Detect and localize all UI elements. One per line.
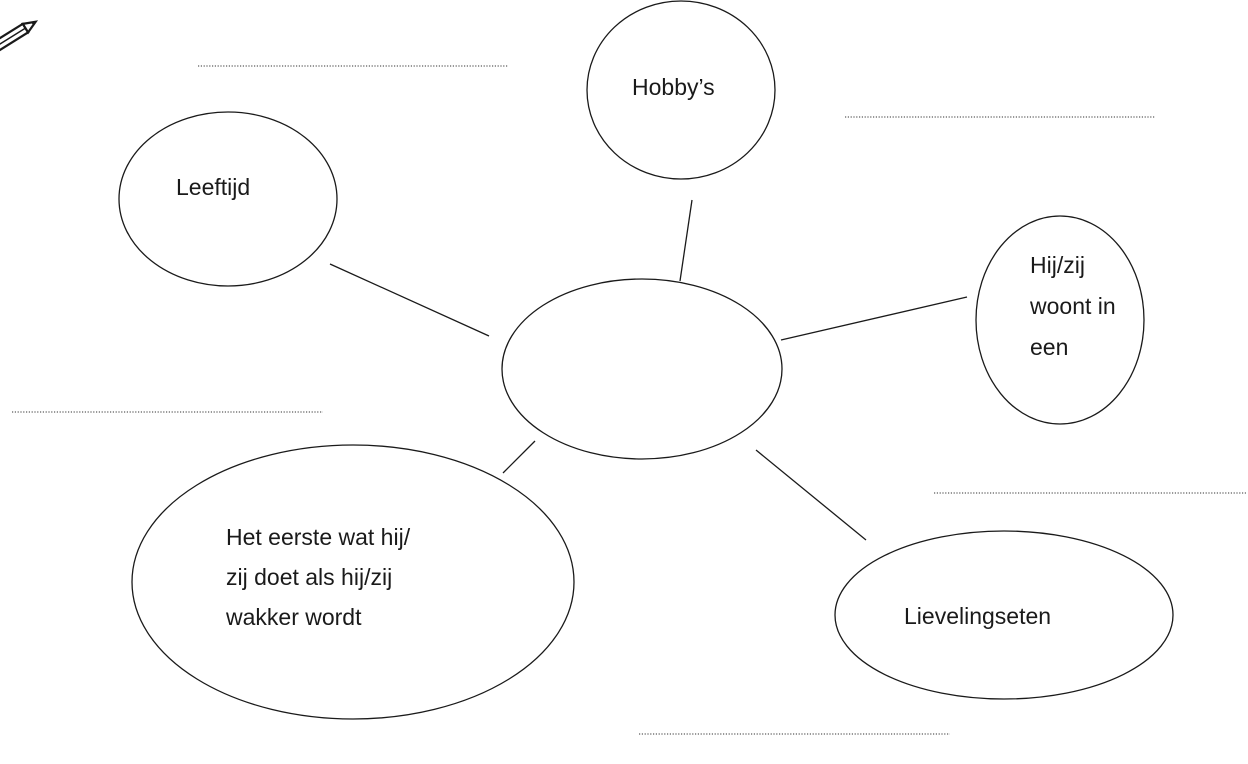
label-woont-line-1: Hij/zij [1030,252,1085,278]
bubble-hobbys [586,0,776,180]
label-lievelingseten: Lievelingseten [904,603,1051,629]
label-eerste-line-3: wakker wordt [225,604,362,630]
label-leeftijd: Leeftijd [176,174,250,200]
bubble-leeftijd [118,111,338,287]
label-woont-line-3: een [1030,334,1068,360]
connector-hobbys [679,199,693,282]
label-woont-line-2: woont in [1029,293,1116,319]
connector-woont [780,296,968,341]
connector-leeftijd [329,263,490,337]
bubble-eerste [131,444,575,720]
answer-lines [12,65,1246,735]
bubble-woont [975,215,1145,425]
connectors [329,199,968,541]
label-eerste-line-2: zij doet als hij/zij [226,564,392,590]
connector-lievelingseten [755,449,867,541]
label-hobbys: Hobby’s [632,74,715,100]
labels: Leeftijd Hobby’s Hij/zij woont in een He… [176,74,1116,630]
center-bubble[interactable] [501,278,783,460]
connector-eerste [502,440,536,474]
pencil-icon [0,20,39,58]
label-eerste-line-1: Het eerste wat hij/ [226,524,411,550]
bubble-lievelingseten [834,530,1174,700]
